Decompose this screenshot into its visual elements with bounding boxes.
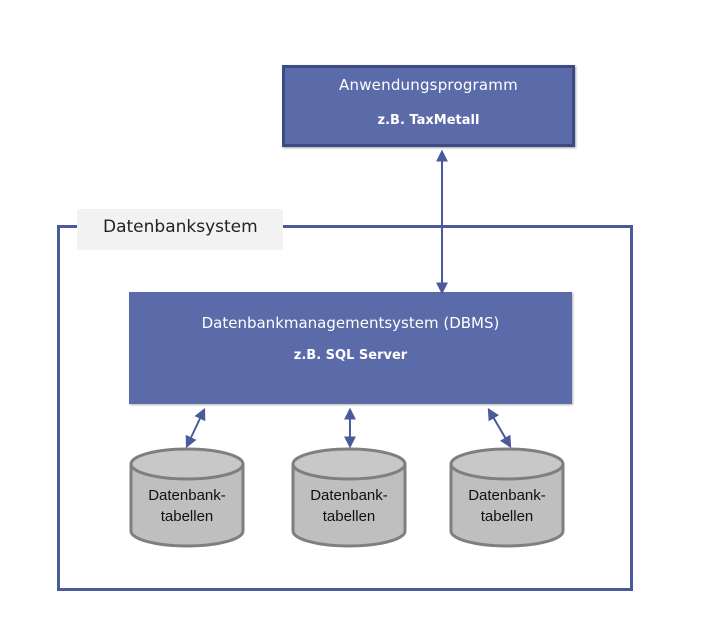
database-table-label-line2: tabellen — [160, 508, 214, 525]
database-system-label: Datenbanksystem — [77, 209, 283, 250]
dbms-table1-double-arrow — [185, 407, 206, 449]
cylinder-shape-icon — [129, 447, 245, 548]
database-table-label-1: Datenbank- tabellen — [129, 485, 245, 527]
database-table-cylinder-1: Datenbank- tabellen — [129, 447, 245, 548]
database-table-cylinder-2: Datenbank- tabellen — [291, 447, 407, 548]
database-table-label-line1: Datenbank- — [468, 487, 546, 504]
database-table-label-2: Datenbank- tabellen — [291, 485, 407, 527]
dbms-example: z.B. SQL Server — [293, 348, 408, 363]
database-table-label-line2: tabellen — [480, 508, 534, 525]
cylinder-shape-icon — [291, 447, 407, 548]
dbms-title: Datenbankmanagementsystem (DBMS) — [201, 314, 500, 332]
database-table-label-3: Datenbank- tabellen — [449, 485, 565, 527]
application-program-title: Anwendungsprogramm — [339, 76, 518, 94]
database-system-frame — [57, 225, 633, 591]
database-table-label-line1: Datenbank- — [310, 487, 388, 504]
dbms-table3-double-arrow — [487, 407, 512, 449]
database-table-label-line1: Datenbank- — [148, 487, 226, 504]
database-table-cylinder-3: Datenbank- tabellen — [449, 447, 565, 548]
application-program-example: z.B. TaxMetall — [377, 113, 480, 128]
application-program-box: Anwendungsprogramm z.B. TaxMetall — [282, 65, 575, 147]
cylinder-shape-icon — [449, 447, 565, 548]
dbms-box: Datenbankmanagementsystem (DBMS) z.B. SQ… — [129, 292, 572, 404]
database-table-label-line2: tabellen — [322, 508, 376, 525]
